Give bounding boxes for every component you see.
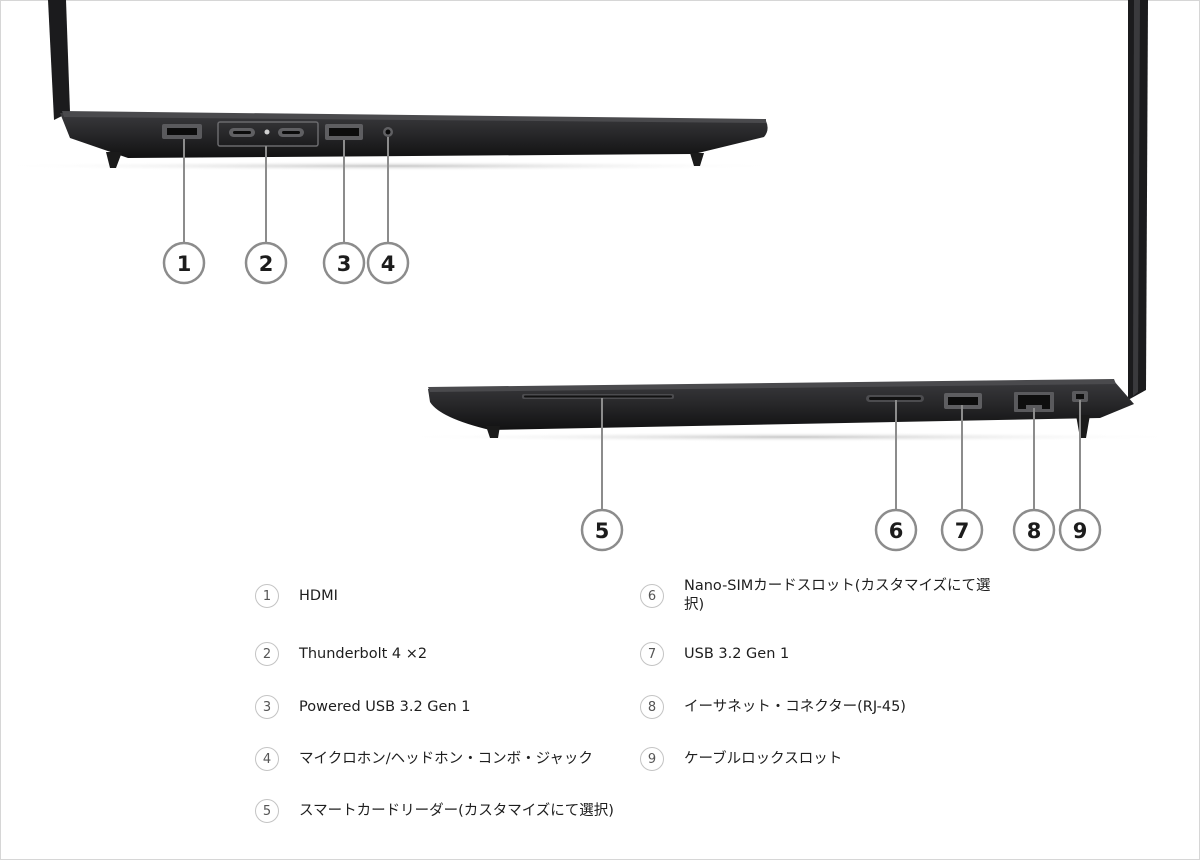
legend-number-badge: 2	[255, 642, 279, 666]
legend-number-badge: 1	[255, 584, 279, 608]
legend-number-badge: 9	[640, 747, 664, 771]
laptop-ports-diagram: 1 2 3 4	[0, 0, 1190, 552]
svg-text:4: 4	[381, 252, 396, 276]
legend-label: マイクロホン/ヘッドホン・コンボ・ジャック	[299, 750, 593, 767]
svg-text:8: 8	[1027, 519, 1042, 543]
laptop-left-side-view: 1 2 3 4	[0, 0, 790, 285]
legend-number-badge: 7	[640, 642, 664, 666]
callout-7: 7	[940, 508, 984, 552]
legend-item-5: 5 スマートカードリーダー(カスタマイズにて選択)	[255, 799, 625, 823]
legend-number-badge: 5	[255, 799, 279, 823]
legend-label: Nano-SIMカードスロット(カスタマイズにて選択)	[684, 578, 991, 613]
callout-8: 8	[1012, 508, 1056, 552]
legend-item-9: 9 ケーブルロックスロット	[640, 747, 1010, 771]
svg-text:5: 5	[595, 519, 610, 543]
svg-text:6: 6	[889, 519, 904, 543]
callout-1: 1	[162, 241, 206, 285]
laptop-base-edge	[62, 111, 766, 123]
legend-item-1: 1 HDMI	[255, 584, 595, 608]
legend-item-4: 4 マイクロホン/ヘッドホン・コンボ・ジャック	[255, 747, 625, 771]
legend-item-3: 3 Powered USB 3.2 Gen 1	[255, 695, 595, 719]
legend-label: Powered USB 3.2 Gen 1	[299, 698, 471, 715]
callout-2: 2	[244, 241, 288, 285]
thunderbolt-indicator-icon	[264, 129, 270, 135]
svg-text:1: 1	[177, 252, 192, 276]
hdmi-port-opening	[167, 128, 197, 135]
laptop-foot	[106, 152, 122, 168]
thunderbolt-group-outline	[217, 121, 319, 147]
legend-item-6: 6 Nano-SIMカードスロット(カスタマイズにて選択)	[640, 577, 1010, 615]
legend-number-badge: 4	[255, 747, 279, 771]
legend-label: HDMI	[299, 587, 338, 604]
laptop-base-edge	[428, 379, 1116, 392]
callout-4: 4	[366, 241, 410, 285]
svg-text:2: 2	[259, 252, 274, 276]
svg-text:3: 3	[337, 252, 352, 276]
callout-leaders-top	[183, 137, 389, 242]
legend-label: ケーブルロックスロット	[684, 750, 843, 767]
legend-number-badge: 6	[640, 584, 664, 608]
legend-number-badge: 3	[255, 695, 279, 719]
laptop-shadow	[0, 161, 790, 171]
legend-label: イーサネット・コネクター(RJ-45)	[684, 698, 906, 715]
legend-label: USB 3.2 Gen 1	[684, 645, 790, 662]
legend-number-badge: 8	[640, 695, 664, 719]
legend-item-2: 2 Thunderbolt 4 ×2	[255, 642, 595, 666]
callout-5: 5	[580, 508, 624, 552]
svg-text:9: 9	[1073, 519, 1088, 543]
legend-item-7: 7 USB 3.2 Gen 1	[640, 642, 1010, 666]
laptop-lid	[48, 0, 70, 120]
callout-leaders-bottom	[601, 398, 1081, 509]
laptop-right-side-view: 5 6 7 8 9	[390, 0, 1190, 552]
legend-label: Thunderbolt 4 ×2	[299, 645, 428, 662]
callout-6: 6	[874, 508, 918, 552]
legend-label: スマートカードリーダー(カスタマイズにて選択)	[299, 802, 614, 819]
laptop-shadow	[390, 432, 1190, 442]
callout-3: 3	[322, 241, 366, 285]
legend-item-8: 8 イーサネット・コネクター(RJ-45)	[640, 695, 1010, 719]
laptop-foot	[690, 153, 704, 166]
laptop-foot	[486, 426, 500, 438]
callout-9: 9	[1058, 508, 1102, 552]
svg-text:7: 7	[955, 519, 970, 543]
